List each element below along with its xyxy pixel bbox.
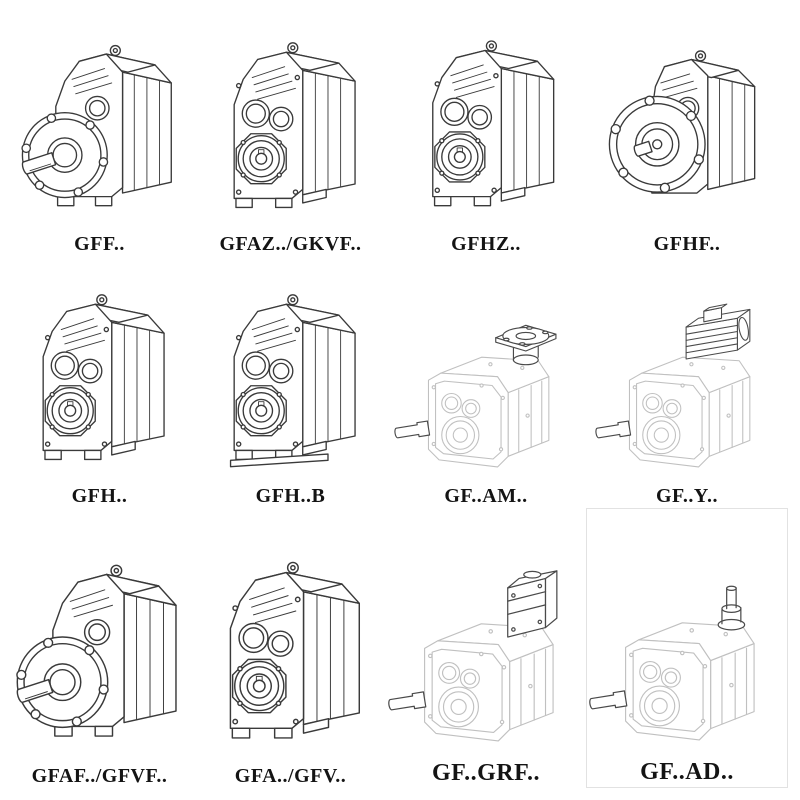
product-cell-gfaf-gfvf: GFAF../GFVF.. <box>4 508 195 788</box>
product-cell-gfa-gfv: GFA../GFV.. <box>195 508 386 788</box>
gearbox-drawing-hollow-bore <box>229 561 360 739</box>
product-label: GFAF../GFVF.. <box>31 765 168 787</box>
product-label: GFH..B <box>255 485 326 507</box>
product-label: GFAZ../GKVF.. <box>219 233 362 255</box>
product-label: GF..AD.. <box>640 759 734 786</box>
product-label: GF..Y.. <box>655 485 719 507</box>
gearbox-drawing-flange-shaft <box>20 44 172 207</box>
mounting-base-plate <box>229 453 329 468</box>
gearbox-drawing-hollow-bore <box>232 42 356 209</box>
product-cell-gfaz-gkvf: GFAZ../GKVF.. <box>195 4 386 256</box>
product-cell-gff: GFF.. <box>4 4 195 256</box>
product-label: GFF.. <box>74 233 125 255</box>
gearbox-drawing-hollow-bore <box>41 294 165 461</box>
product-label: GF..AM.. <box>444 485 528 507</box>
gearbox-drawing-phantom-input-shaft <box>588 585 755 741</box>
gearbox-drawing-phantom-adapter-flange <box>393 324 557 468</box>
product-cell-gfhz: GFHZ.. <box>386 4 586 256</box>
product-label: GFH.. <box>71 485 128 507</box>
product-cell-gfh: GFH.. <box>4 256 195 508</box>
gearbox-drawing-hollow-bore-foot <box>229 294 356 468</box>
gearbox-drawing-hollow-bore <box>432 40 555 207</box>
product-label: GF..GRF.. <box>431 760 541 787</box>
gearbox-drawing-flange-shaft <box>14 564 177 737</box>
gearbox-drawing-phantom-adapter-block <box>387 570 558 742</box>
product-cell-gf-am: GF..AM.. <box>386 256 586 508</box>
product-cell-gf-grf: GF..GRF.. <box>386 508 586 788</box>
product-cell-gf-ad: GF..AD.. <box>586 508 788 788</box>
product-label: GFHF.. <box>653 233 721 255</box>
product-cell-gf-y: GF..Y.. <box>586 256 788 508</box>
gearbox-drawing-phantom-motor <box>594 303 751 468</box>
product-cell-gfhf: GFHF.. <box>586 4 788 256</box>
product-label: GFA../GFV.. <box>234 765 347 787</box>
product-label: GFHZ.. <box>451 233 521 255</box>
gearbox-drawing-large-flange <box>608 50 756 194</box>
product-cell-gfh-b: GFH..B <box>195 256 386 508</box>
